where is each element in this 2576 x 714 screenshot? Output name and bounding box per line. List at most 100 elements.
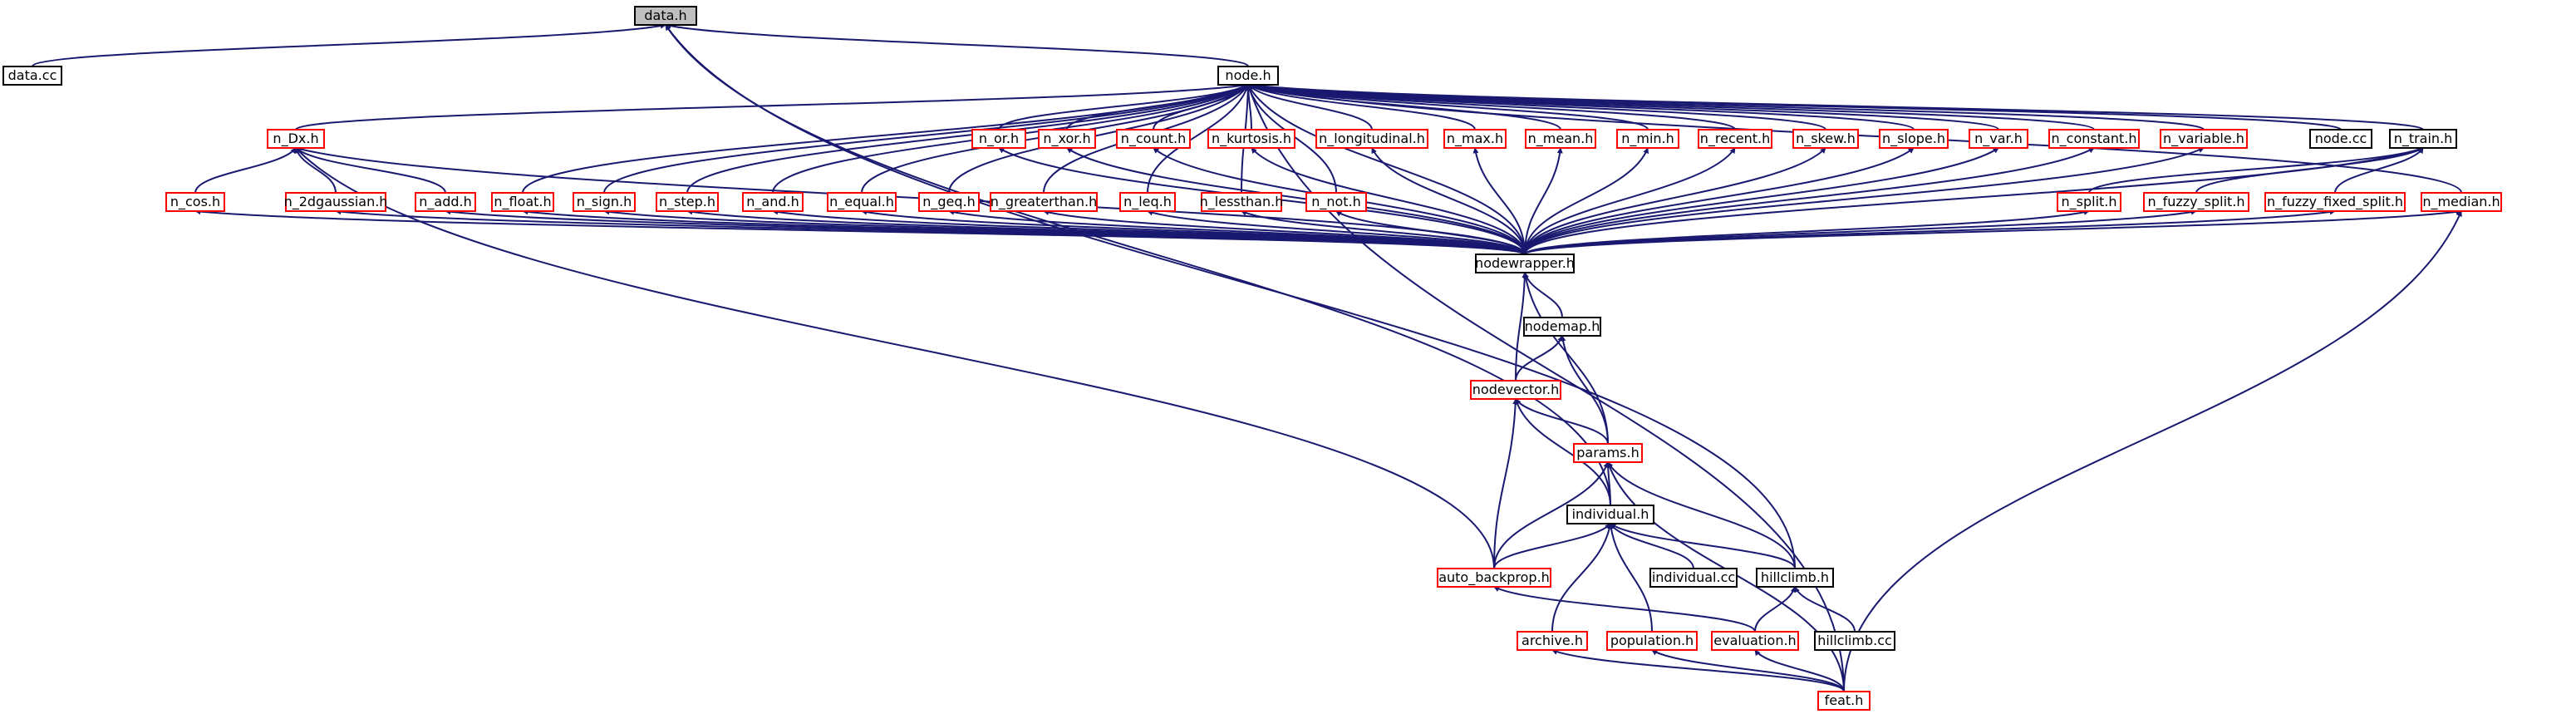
node-n-longitudinal-h[interactable]: n_longitudinal.h [1315, 129, 1428, 149]
edge-nodewrapper-h-to-n-median-h [1524, 209, 2462, 255]
node-n-cos-h[interactable]: n_cos.h [165, 192, 225, 212]
node-population-h[interactable]: population.h [1606, 631, 1698, 651]
edge-n-not-h-to-node-h [1246, 84, 1337, 194]
edge-feat-h-to-archive-h [1551, 649, 1845, 692]
edge-auto-backprop-h-to-individual-h [1493, 523, 1611, 569]
node-n-add-h[interactable]: n_add.h [415, 192, 476, 212]
node-box-n-split-h [2057, 192, 2121, 212]
node-n-median-h[interactable]: n_median.h [2421, 192, 2502, 212]
node-feat-h[interactable]: feat.h [1817, 691, 1871, 711]
edge-n-xor-h-to-node-h [1066, 84, 1249, 130]
node-nodemap-h[interactable]: nodemap.h [1523, 317, 1601, 337]
node-n-geq-h[interactable]: n_geq.h [918, 192, 980, 212]
node-params-h[interactable]: params.h [1573, 443, 1643, 463]
node-box-node-cc [2309, 129, 2372, 149]
node-n-count-h[interactable]: n_count.h [1116, 129, 1191, 149]
node-label-n-recent-h: n_recent.h [1700, 130, 1771, 147]
node-hillclimb-h[interactable]: hillclimb.h [1756, 568, 1834, 588]
node-archive-h[interactable]: archive.h [1517, 631, 1588, 651]
node-n-or-h[interactable]: n_or.h [971, 129, 1026, 149]
node-n-dx-h[interactable]: n_Dx.h [267, 129, 325, 149]
node-n-xor-h[interactable]: n_xor.h [1038, 129, 1096, 149]
edge-nodewrapper-h-to-n-min-h [1524, 147, 1649, 255]
node-n-mean-h[interactable]: n_mean.h [1525, 129, 1596, 149]
node-box-n-not-h [1305, 192, 1367, 212]
node-n-max-h[interactable]: n_max.h [1443, 129, 1507, 149]
edge-hillclimb-h-to-data-h [665, 24, 1796, 569]
node-n-fuzzy-split-h[interactable]: n_fuzzy_split.h [2143, 192, 2249, 212]
file-nodes: data.h data.cc node.h n_Dx.h n_cos.h n_2dgaus… [2, 6, 2502, 711]
node-box-n-leq-h [1119, 192, 1176, 212]
node-hillclimb-cc[interactable]: hillclimb.cc [1814, 631, 1895, 651]
node-node-h[interactable]: node.h [1217, 66, 1279, 86]
edge-params-h-to-nodewrapper-h [1522, 272, 1609, 445]
edge-nodewrapper-h-to-n-or-h [998, 147, 1526, 255]
node-n-slope-h[interactable]: n_slope.h [1879, 129, 1949, 149]
node-label-n-min-h: n_min.h [1621, 130, 1674, 147]
node-n-variable-h[interactable]: n_variable.h [2160, 129, 2248, 149]
edge-feat-h-to-evaluation-h [1754, 649, 1845, 692]
node-n-fuzzy-fixed-split-h[interactable]: n_fuzzy_fixed_split.h [2264, 192, 2406, 212]
node-n-float-h[interactable]: n_float.h [491, 192, 554, 212]
node-box-n-slope-h [1879, 129, 1949, 149]
node-label-node-cc: node.cc [2315, 130, 2367, 146]
edge-nodewrapper-h-to-n-slope-h [1524, 147, 1915, 255]
node-data-cc[interactable]: data.cc [2, 66, 62, 86]
node-node-cc[interactable]: node.cc [2309, 129, 2372, 149]
node-box-n-max-h [1443, 129, 1507, 149]
node-label-nodewrapper-h: nodewrapper.h [1475, 255, 1575, 271]
edge-auto-backprop-h-to-params-h [1493, 461, 1610, 569]
edge-n-dx-h-to-node-h [295, 82, 1249, 130]
node-n-leq-h[interactable]: n_leq.h [1119, 192, 1176, 212]
node-n-step-h[interactable]: n_step.h [656, 192, 719, 212]
node-label-archive-h: archive.h [1522, 633, 1583, 648]
edge-n-count-h-to-node-h [1153, 84, 1249, 130]
node-box-n-float-h [491, 192, 554, 212]
node-label-n-kurtosis-h: n_kurtosis.h [1212, 130, 1291, 147]
node-n-sign-h[interactable]: n_sign.h [573, 192, 636, 212]
node-n-split-h[interactable]: n_split.h [2057, 192, 2121, 212]
node-auto-backprop-h[interactable]: auto_backprop.h [1437, 568, 1551, 588]
edge-n-mean-h-to-node-h [1247, 84, 1561, 130]
node-n-2dgaussian-h[interactable]: n_2dgaussian.h [284, 192, 388, 212]
node-box-n-mean-h [1525, 129, 1596, 149]
node-evaluation-h[interactable]: evaluation.h [1711, 631, 1799, 651]
node-n-equal-h[interactable]: n_equal.h [827, 192, 897, 212]
node-box-n-step-h [656, 192, 719, 212]
node-n-kurtosis-h[interactable]: n_kurtosis.h [1207, 129, 1295, 149]
node-label-auto-backprop-h: auto_backprop.h [1438, 569, 1550, 586]
node-box-data-cc [2, 66, 62, 86]
node-n-and-h[interactable]: n_and.h [742, 192, 804, 212]
node-individual-h[interactable]: individual.h [1566, 505, 1654, 524]
edge-hillclimb-h-to-individual-h [1610, 523, 1796, 569]
node-label-hillclimb-h: hillclimb.h [1761, 569, 1829, 585]
node-n-recent-h[interactable]: n_recent.h [1698, 129, 1772, 149]
edge-auto-backprop-h-to-nodevector-h [1493, 398, 1519, 569]
node-n-train-h[interactable]: n_train.h [2389, 129, 2457, 149]
node-individual-cc[interactable]: individual.cc [1649, 568, 1738, 588]
node-label-n-2dgaussian-h: n_2dgaussian.h [284, 194, 388, 210]
node-n-greaterthan-h[interactable]: n_greaterthan.h [990, 192, 1098, 212]
node-box-auto-backprop-h [1437, 568, 1551, 588]
node-box-n-constant-h [2048, 129, 2140, 149]
node-n-constant-h[interactable]: n_constant.h [2048, 129, 2140, 149]
node-box-n-count-h [1116, 129, 1191, 149]
node-box-n-2dgaussian-h [285, 192, 386, 212]
node-nodewrapper-h[interactable]: nodewrapper.h [1475, 254, 1575, 273]
node-n-min-h[interactable]: n_min.h [1616, 129, 1679, 149]
edge-node-h-to-data-h [665, 22, 1249, 67]
node-box-n-median-h [2421, 192, 2502, 212]
node-nodevector-h[interactable]: nodevector.h [1470, 380, 1561, 400]
node-n-var-h[interactable]: n_var.h [1969, 129, 2028, 149]
node-n-not-h[interactable]: n_not.h [1305, 192, 1367, 212]
node-label-n-or-h: n_or.h [979, 130, 1019, 147]
node-box-n-recent-h [1698, 129, 1772, 149]
node-n-lessthan-h[interactable]: n_lessthan.h [1200, 192, 1284, 212]
node-label-n-mean-h: n_mean.h [1528, 130, 1594, 147]
edge-nodewrapper-h-to-n-longitudinal-h [1371, 147, 1526, 255]
node-n-skew-h[interactable]: n_skew.h [1792, 129, 1859, 149]
edge-n-sign-h-to-node-h [603, 84, 1249, 194]
node-box-node-h [1217, 66, 1279, 86]
edge-params-h-to-nodevector-h [1515, 398, 1609, 445]
node-data-h[interactable]: data.h [634, 6, 697, 26]
